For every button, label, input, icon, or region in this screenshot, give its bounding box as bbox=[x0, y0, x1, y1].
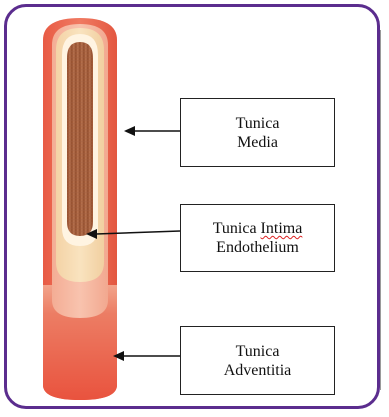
label-tunica-media: Tunica Media bbox=[180, 98, 335, 167]
label-tunica-intima-endothelium: Tunica Intima Endothelium bbox=[180, 204, 335, 272]
arrow-to-adventitia bbox=[113, 351, 180, 361]
label-intima-line1: Tunica Intima bbox=[213, 219, 303, 238]
label-intima-line2: Endothelium bbox=[216, 238, 299, 257]
label-media-line1: Tunica bbox=[236, 114, 280, 133]
label-media-line2: Media bbox=[237, 133, 278, 152]
label-tunica-adventitia: Tunica Adventitia bbox=[180, 326, 335, 395]
label-adventitia-line1: Tunica bbox=[236, 342, 280, 361]
arrow-to-media bbox=[124, 126, 180, 136]
label-adventitia-line2: Adventitia bbox=[224, 361, 292, 380]
label-intima-word1: Tunica bbox=[213, 220, 261, 237]
label-intima-word2: Intima bbox=[261, 220, 303, 237]
vessel-lumen bbox=[67, 42, 93, 236]
